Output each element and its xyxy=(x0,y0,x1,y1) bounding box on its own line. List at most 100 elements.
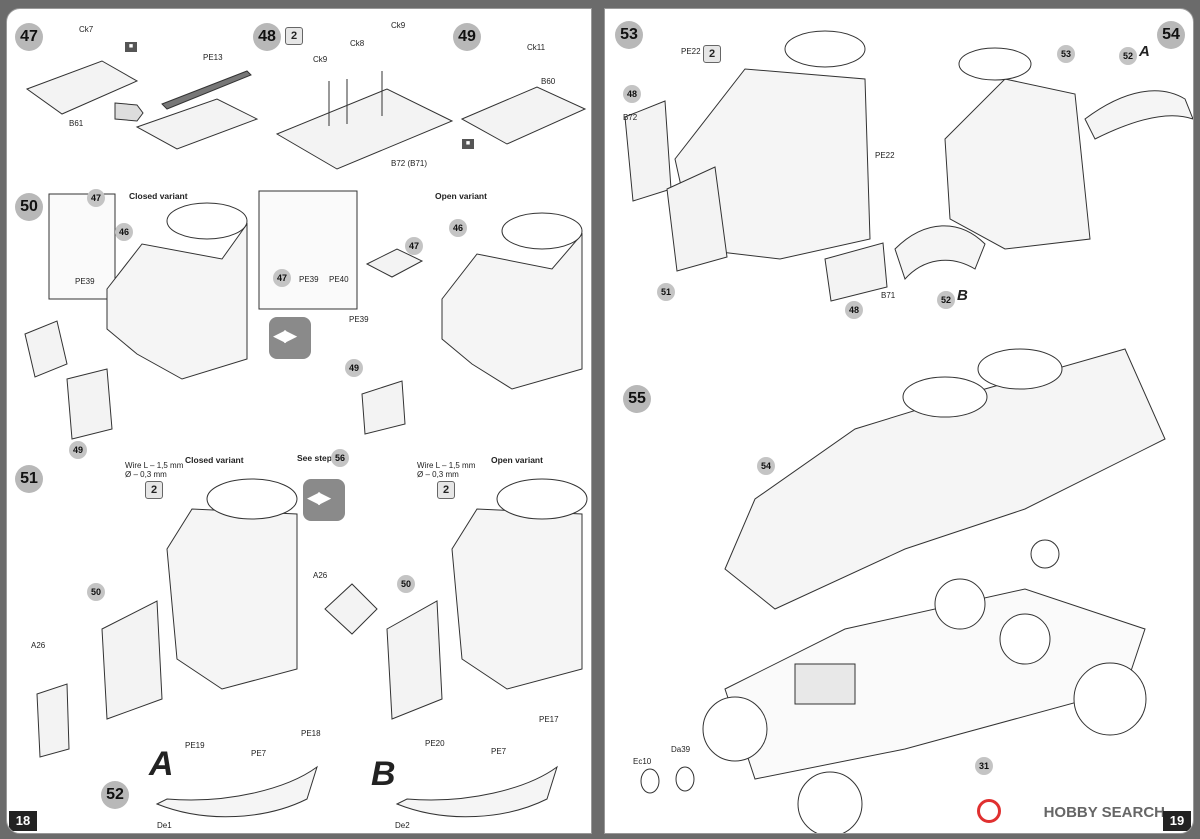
fender-b xyxy=(395,765,558,818)
label-b60: B60 xyxy=(541,77,556,86)
qty-pe22: 2 xyxy=(703,45,721,63)
letter-a: A xyxy=(1139,43,1150,60)
label-pe17: PE17 xyxy=(539,715,559,724)
callout-48-b: 48 xyxy=(845,301,863,319)
label-de2: De2 xyxy=(395,821,410,830)
label-ck9-b: Ck9 xyxy=(391,21,406,30)
step-47-number: 47 xyxy=(15,23,43,51)
callout-46-open: 46 xyxy=(449,219,467,237)
label-pe39-open: PE39 xyxy=(349,315,369,324)
front-wheel-right xyxy=(797,771,863,833)
label-ec10: Ec10 xyxy=(633,757,652,766)
panel-47-open xyxy=(365,248,424,278)
qty-48: 2 xyxy=(285,27,303,45)
label-pe22-b: PE22 xyxy=(875,151,895,160)
callout-52a: 52 xyxy=(1119,47,1137,65)
paint-tag-icon: ■ xyxy=(125,42,137,52)
step-49-number: 49 xyxy=(453,23,481,51)
page-number-18: 18 xyxy=(9,811,37,831)
label-b72: B72 (B71) xyxy=(391,159,428,168)
panel-51 xyxy=(666,166,728,272)
plate-b60 xyxy=(460,86,587,145)
variant-switch-icon xyxy=(269,317,311,359)
label-a26-open: A26 xyxy=(313,571,328,580)
label-pe20: PE20 xyxy=(425,739,445,748)
label-pe13: PE13 xyxy=(203,53,223,62)
wire-spec: Wire L – 1,5 mm Ø – 0,3 mm xyxy=(125,461,184,479)
label-ck11: Ck11 xyxy=(527,43,546,52)
panel-b71 xyxy=(824,242,888,302)
fender-54a xyxy=(1084,90,1193,140)
callout-47-inset: 47 xyxy=(273,269,291,287)
label-pe19: PE19 xyxy=(185,741,205,750)
callout-49-open: 49 xyxy=(345,359,363,377)
hobby-search-logo-icon xyxy=(977,799,1001,823)
step-54-number: 54 xyxy=(1157,21,1185,49)
panel-49-closed xyxy=(66,368,113,440)
armored-body xyxy=(724,348,1166,610)
plate-b72 xyxy=(275,88,454,170)
panel-left xyxy=(24,320,68,378)
fender-a xyxy=(155,765,318,818)
paint-tag-icon: ■ xyxy=(462,139,474,149)
step-55-number: 55 xyxy=(623,385,651,413)
label-de1: De1 xyxy=(157,821,172,830)
variant-switch-icon xyxy=(303,479,345,521)
step-arrow xyxy=(114,102,144,122)
open-variant-label: Open variant xyxy=(435,191,487,201)
inset-box-left xyxy=(48,193,116,300)
instruction-page-right: 53 PE22 2 48 B72 51 PE22 B71 48 54 53 52… xyxy=(604,8,1194,834)
label-ck8: Ck8 xyxy=(350,39,365,48)
callout-48: 48 xyxy=(623,85,641,103)
label-b71: B71 xyxy=(881,291,896,300)
box-50-open xyxy=(386,600,443,720)
label-pe39-inset: PE39 xyxy=(299,275,319,284)
headlamp-da39 xyxy=(675,766,695,792)
plate-assembled xyxy=(135,98,259,150)
steering-wheel xyxy=(1030,539,1060,569)
callout-31: 31 xyxy=(975,757,993,775)
spare-wheel-b xyxy=(999,613,1051,665)
label-b72: B72 xyxy=(623,113,638,122)
open-variant-label: Open variant xyxy=(491,455,543,465)
letter-b: B xyxy=(957,287,968,304)
step-52-number: 52 xyxy=(101,781,129,809)
label-a26: A26 xyxy=(31,641,46,650)
panel-a26-closed xyxy=(36,683,70,758)
callout-50-open: 50 xyxy=(397,575,415,593)
rear-wheel xyxy=(1073,662,1147,736)
callout-47-open: 47 xyxy=(405,237,423,255)
rod-ck9 xyxy=(328,71,383,126)
step-51-number: 51 xyxy=(15,465,43,493)
superstructure-54 xyxy=(944,78,1091,250)
step-50-number: 50 xyxy=(15,193,43,221)
callout-49: 49 xyxy=(69,441,87,459)
instruction-page-left: 47 Ck7 PE13 B61 ■ 48 2 Ck9 Ck8 Ck9 B72 (… xyxy=(6,8,592,834)
closed-variant-label: Closed variant xyxy=(129,191,188,201)
spare-wheel-a xyxy=(934,578,986,630)
inset-box-middle xyxy=(258,190,358,310)
callout-53: 53 xyxy=(1057,45,1075,63)
label-ck7: Ck7 xyxy=(79,25,94,34)
step-48-number: 48 xyxy=(253,23,281,51)
step-53-number: 53 xyxy=(615,21,643,49)
panel-a26-open xyxy=(324,583,378,635)
label-b61: B61 xyxy=(69,119,84,128)
plate-b61 xyxy=(25,60,139,115)
callout-52b: 52 xyxy=(937,291,955,309)
label-pe22: PE22 xyxy=(681,47,701,56)
front-wheel-left xyxy=(702,696,768,762)
turret-open xyxy=(441,232,583,390)
turret-closed xyxy=(106,222,248,380)
label-pe7-b: PE7 xyxy=(491,747,507,756)
label-pe40: PE40 xyxy=(329,275,349,284)
hull-open xyxy=(451,508,583,690)
watermark: HOBBY SEARCH xyxy=(1043,804,1165,821)
callout-46: 46 xyxy=(115,223,133,241)
label-pe7-a: PE7 xyxy=(251,749,267,758)
label-ck9-a: Ck9 xyxy=(313,55,328,64)
callout-54: 54 xyxy=(757,457,775,475)
see-step-label: See step xyxy=(297,453,332,463)
fender-54b xyxy=(894,225,986,280)
page-number-19: 19 xyxy=(1163,811,1191,831)
